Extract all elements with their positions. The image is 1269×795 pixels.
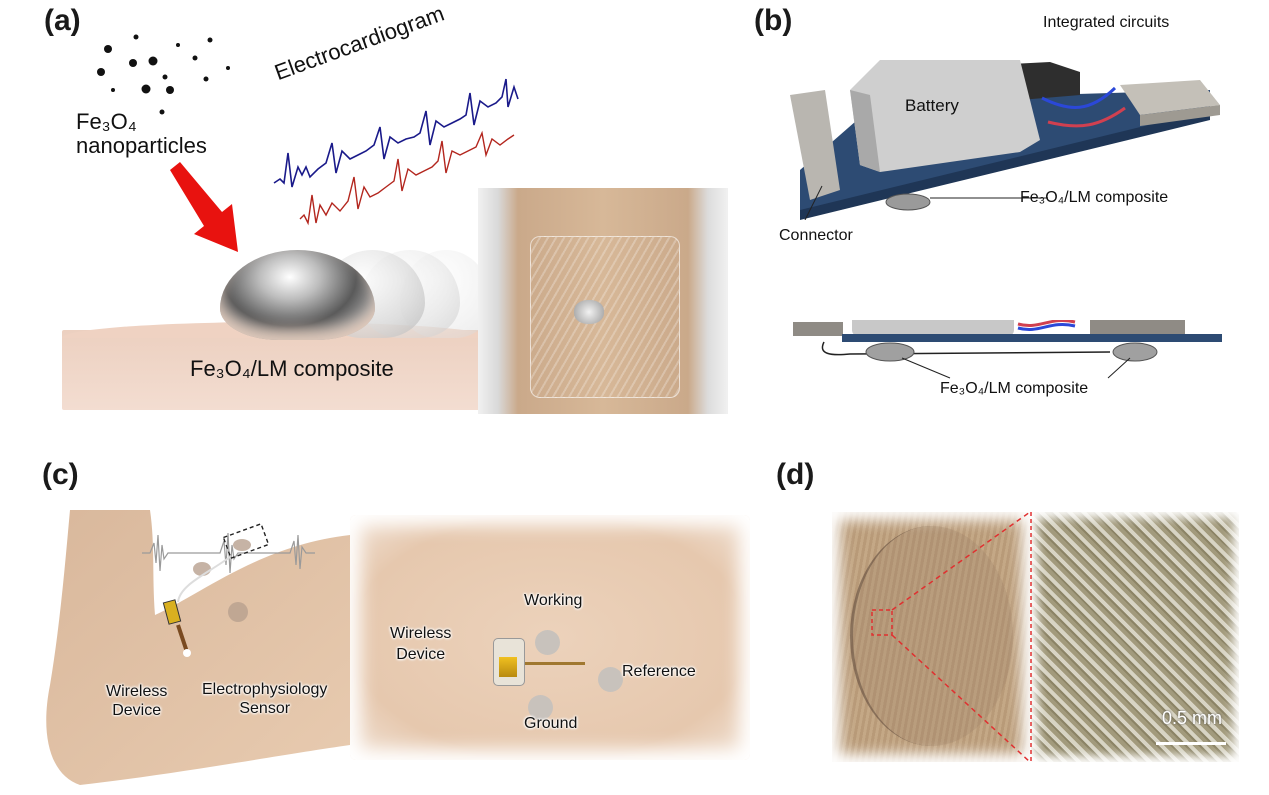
arm-illustration — [46, 510, 350, 785]
transparent-patch — [530, 236, 680, 398]
device-isometric-render — [790, 60, 1220, 220]
liquid-metal-droplet — [220, 250, 375, 340]
nanoparticles-word: nanoparticles — [76, 133, 207, 158]
arm-wireless-line2: Device — [112, 702, 162, 719]
working-label: Working — [524, 592, 583, 609]
nanoparticles-dots — [97, 34, 230, 115]
photo-wireless-label: Wireless Device — [390, 623, 451, 665]
gold-chip — [499, 657, 517, 677]
ground-electrode — [528, 695, 553, 720]
device-side-render — [793, 320, 1222, 379]
sensor-photo — [350, 515, 750, 760]
photo-wireless-device — [493, 638, 525, 686]
flex-trace — [525, 662, 585, 665]
red-arrow-icon — [170, 162, 238, 252]
working-electrode — [535, 630, 560, 655]
arm-sensor-label: Electrophysiology Sensor — [202, 680, 327, 718]
photo-wireless-line2: Device — [396, 646, 446, 663]
arm-sensor-line2: Sensor — [239, 700, 291, 717]
composite-label-b-top: Fe₃O₄/LM composite — [1020, 189, 1169, 206]
panel-label-a: (a) — [44, 4, 81, 37]
wrist-photo — [478, 188, 728, 414]
macro-photo — [832, 512, 1030, 762]
reference-electrode — [598, 667, 623, 692]
ecg-traces — [273, 78, 519, 226]
photo-wireless-line1: Wireless — [390, 625, 452, 642]
zoom-indicator-lines — [871, 511, 1032, 763]
panel-label-c: (c) — [42, 458, 79, 491]
composite-label-b-side: Fe₃O₄/LM composite — [940, 380, 1089, 397]
skin-slab — [62, 330, 492, 410]
arm-sensor-line1: Electrophysiology — [202, 681, 328, 698]
integrated-circuits-label: Integrated circuits — [1043, 14, 1170, 31]
connector-label: Connector — [779, 227, 853, 244]
panel-label-b: (b) — [754, 4, 793, 37]
nanoparticles-formula: Fe₃O₄ — [76, 109, 137, 134]
lm-electrode-circle — [850, 526, 1013, 746]
ground-label: Ground — [524, 715, 578, 732]
nanoparticles-label: Fe₃O₄ nanoparticles — [76, 110, 207, 158]
reference-label: Reference — [622, 663, 696, 680]
arm-wireless-label: Wireless Device — [106, 682, 167, 720]
scale-bar — [1156, 742, 1226, 745]
scale-bar-label: 0.5 mm — [1162, 708, 1223, 728]
arm-wireless-line1: Wireless — [106, 683, 168, 700]
battery-label: Battery — [905, 96, 959, 115]
panel-label-d: (d) — [776, 458, 815, 491]
lm-electrode-dot — [574, 300, 604, 324]
micrograph — [1031, 512, 1239, 762]
composite-label-a: Fe₃O₄/LM composite — [190, 356, 394, 381]
